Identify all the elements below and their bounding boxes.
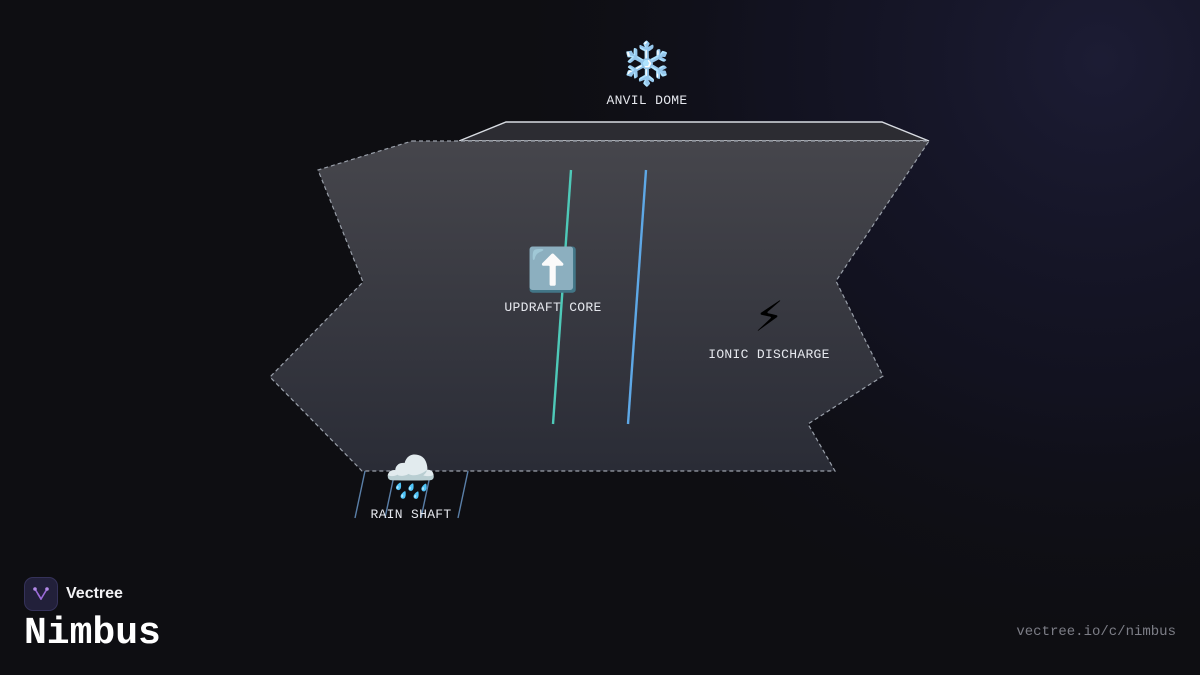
- product-title: Nimbus: [24, 612, 161, 655]
- rain-shaft-lines: [354, 470, 469, 519]
- node-updraft-core: ⬆️ UPDRAFT CORE: [504, 245, 601, 315]
- branch-icon: [24, 577, 58, 611]
- node-ionic-discharge: ⚡ IONIC DISCHARGE: [708, 292, 830, 362]
- lightning-icon: ⚡: [754, 292, 784, 341]
- cloud-body: [269, 140, 931, 472]
- anvil-top-outline: [458, 121, 930, 142]
- ionic-discharge-label: IONIC DISCHARGE: [708, 347, 830, 362]
- rain-shaft-label: RAIN SHAFT: [370, 507, 451, 522]
- brand-name: Vectree: [66, 585, 123, 602]
- snowflake-icon: ❄️: [621, 39, 673, 88]
- node-anvil-dome: ❄️ ANVIL DOME: [606, 39, 687, 108]
- updraft-core-label: UPDRAFT CORE: [504, 300, 601, 315]
- node-rain-shaft: 🌧️ RAIN SHAFT: [370, 451, 451, 522]
- footer-url[interactable]: vectree.io/c/nimbus: [1016, 624, 1176, 640]
- brand[interactable]: Vectree: [24, 577, 123, 611]
- rain-cloud-icon: 🌧️: [385, 451, 437, 502]
- anvil-dome-label: ANVIL DOME: [606, 93, 687, 108]
- updraft-line-blue: [626, 169, 648, 425]
- updraft-line-teal: [551, 169, 573, 425]
- up-arrow-icon: ⬆️: [527, 245, 579, 294]
